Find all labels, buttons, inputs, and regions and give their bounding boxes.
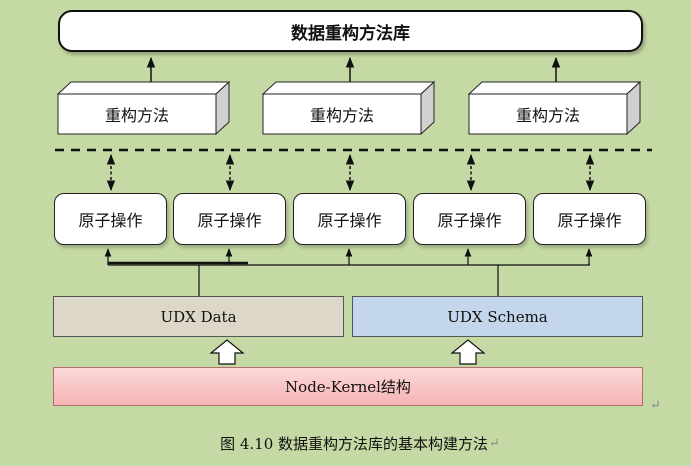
connector-bus — [108, 261, 590, 296]
arrows-to-atomic — [104, 248, 593, 265]
block-arrow-to-udx-data — [209, 339, 245, 365]
atomic-op-label: 原子操作 — [557, 211, 622, 230]
figure-caption: 图 4.10 数据重构方法库的基本构建方法 ↵ — [170, 432, 550, 454]
method-library-box: 数据重构方法库 — [58, 10, 643, 52]
udx-schema-label: UDX Schema — [447, 307, 548, 326]
udx-data-label: UDX Data — [160, 307, 237, 326]
atomic-op-label: 原子操作 — [437, 211, 502, 230]
node-kernel-label: Node-Kernel结构 — [285, 378, 411, 396]
atomic-op-box-3: 原子操作 — [293, 193, 406, 245]
block-arrow-to-udx-schema — [450, 339, 486, 365]
figure-caption-text: 图 4.10 数据重构方法库的基本构建方法 — [220, 434, 489, 453]
atomic-op-box-4: 原子操作 — [413, 193, 526, 245]
udx-schema-box: UDX Schema — [352, 296, 643, 337]
recon-method-label-1: 重构方法 — [104, 106, 169, 125]
recon-method-box-3 — [467, 80, 642, 136]
atomic-op-box-2: 原子操作 — [173, 193, 286, 245]
atomic-op-label: 原子操作 — [197, 211, 262, 230]
arrows-to-library — [146, 56, 561, 84]
dotted-double-arrows — [106, 153, 595, 192]
udx-data-box: UDX Data — [53, 296, 344, 337]
node-kernel-box: Node-Kernel结构 — [53, 367, 643, 406]
atomic-op-label: 原子操作 — [78, 211, 143, 230]
recon-method-label-3: 重构方法 — [515, 106, 580, 125]
recon-method-box-1 — [56, 80, 231, 136]
recon-method-label-2: 重构方法 — [309, 106, 374, 125]
recon-method-box-2 — [261, 80, 436, 136]
paragraph-return-icon: ↵ — [489, 435, 500, 451]
atomic-op-box-1: 原子操作 — [54, 193, 167, 245]
method-library-title: 数据重构方法库 — [291, 23, 410, 44]
atomic-op-label: 原子操作 — [317, 211, 382, 230]
atomic-op-box-5: 原子操作 — [533, 193, 646, 245]
paragraph-return-icon: ↵ — [650, 398, 661, 413]
